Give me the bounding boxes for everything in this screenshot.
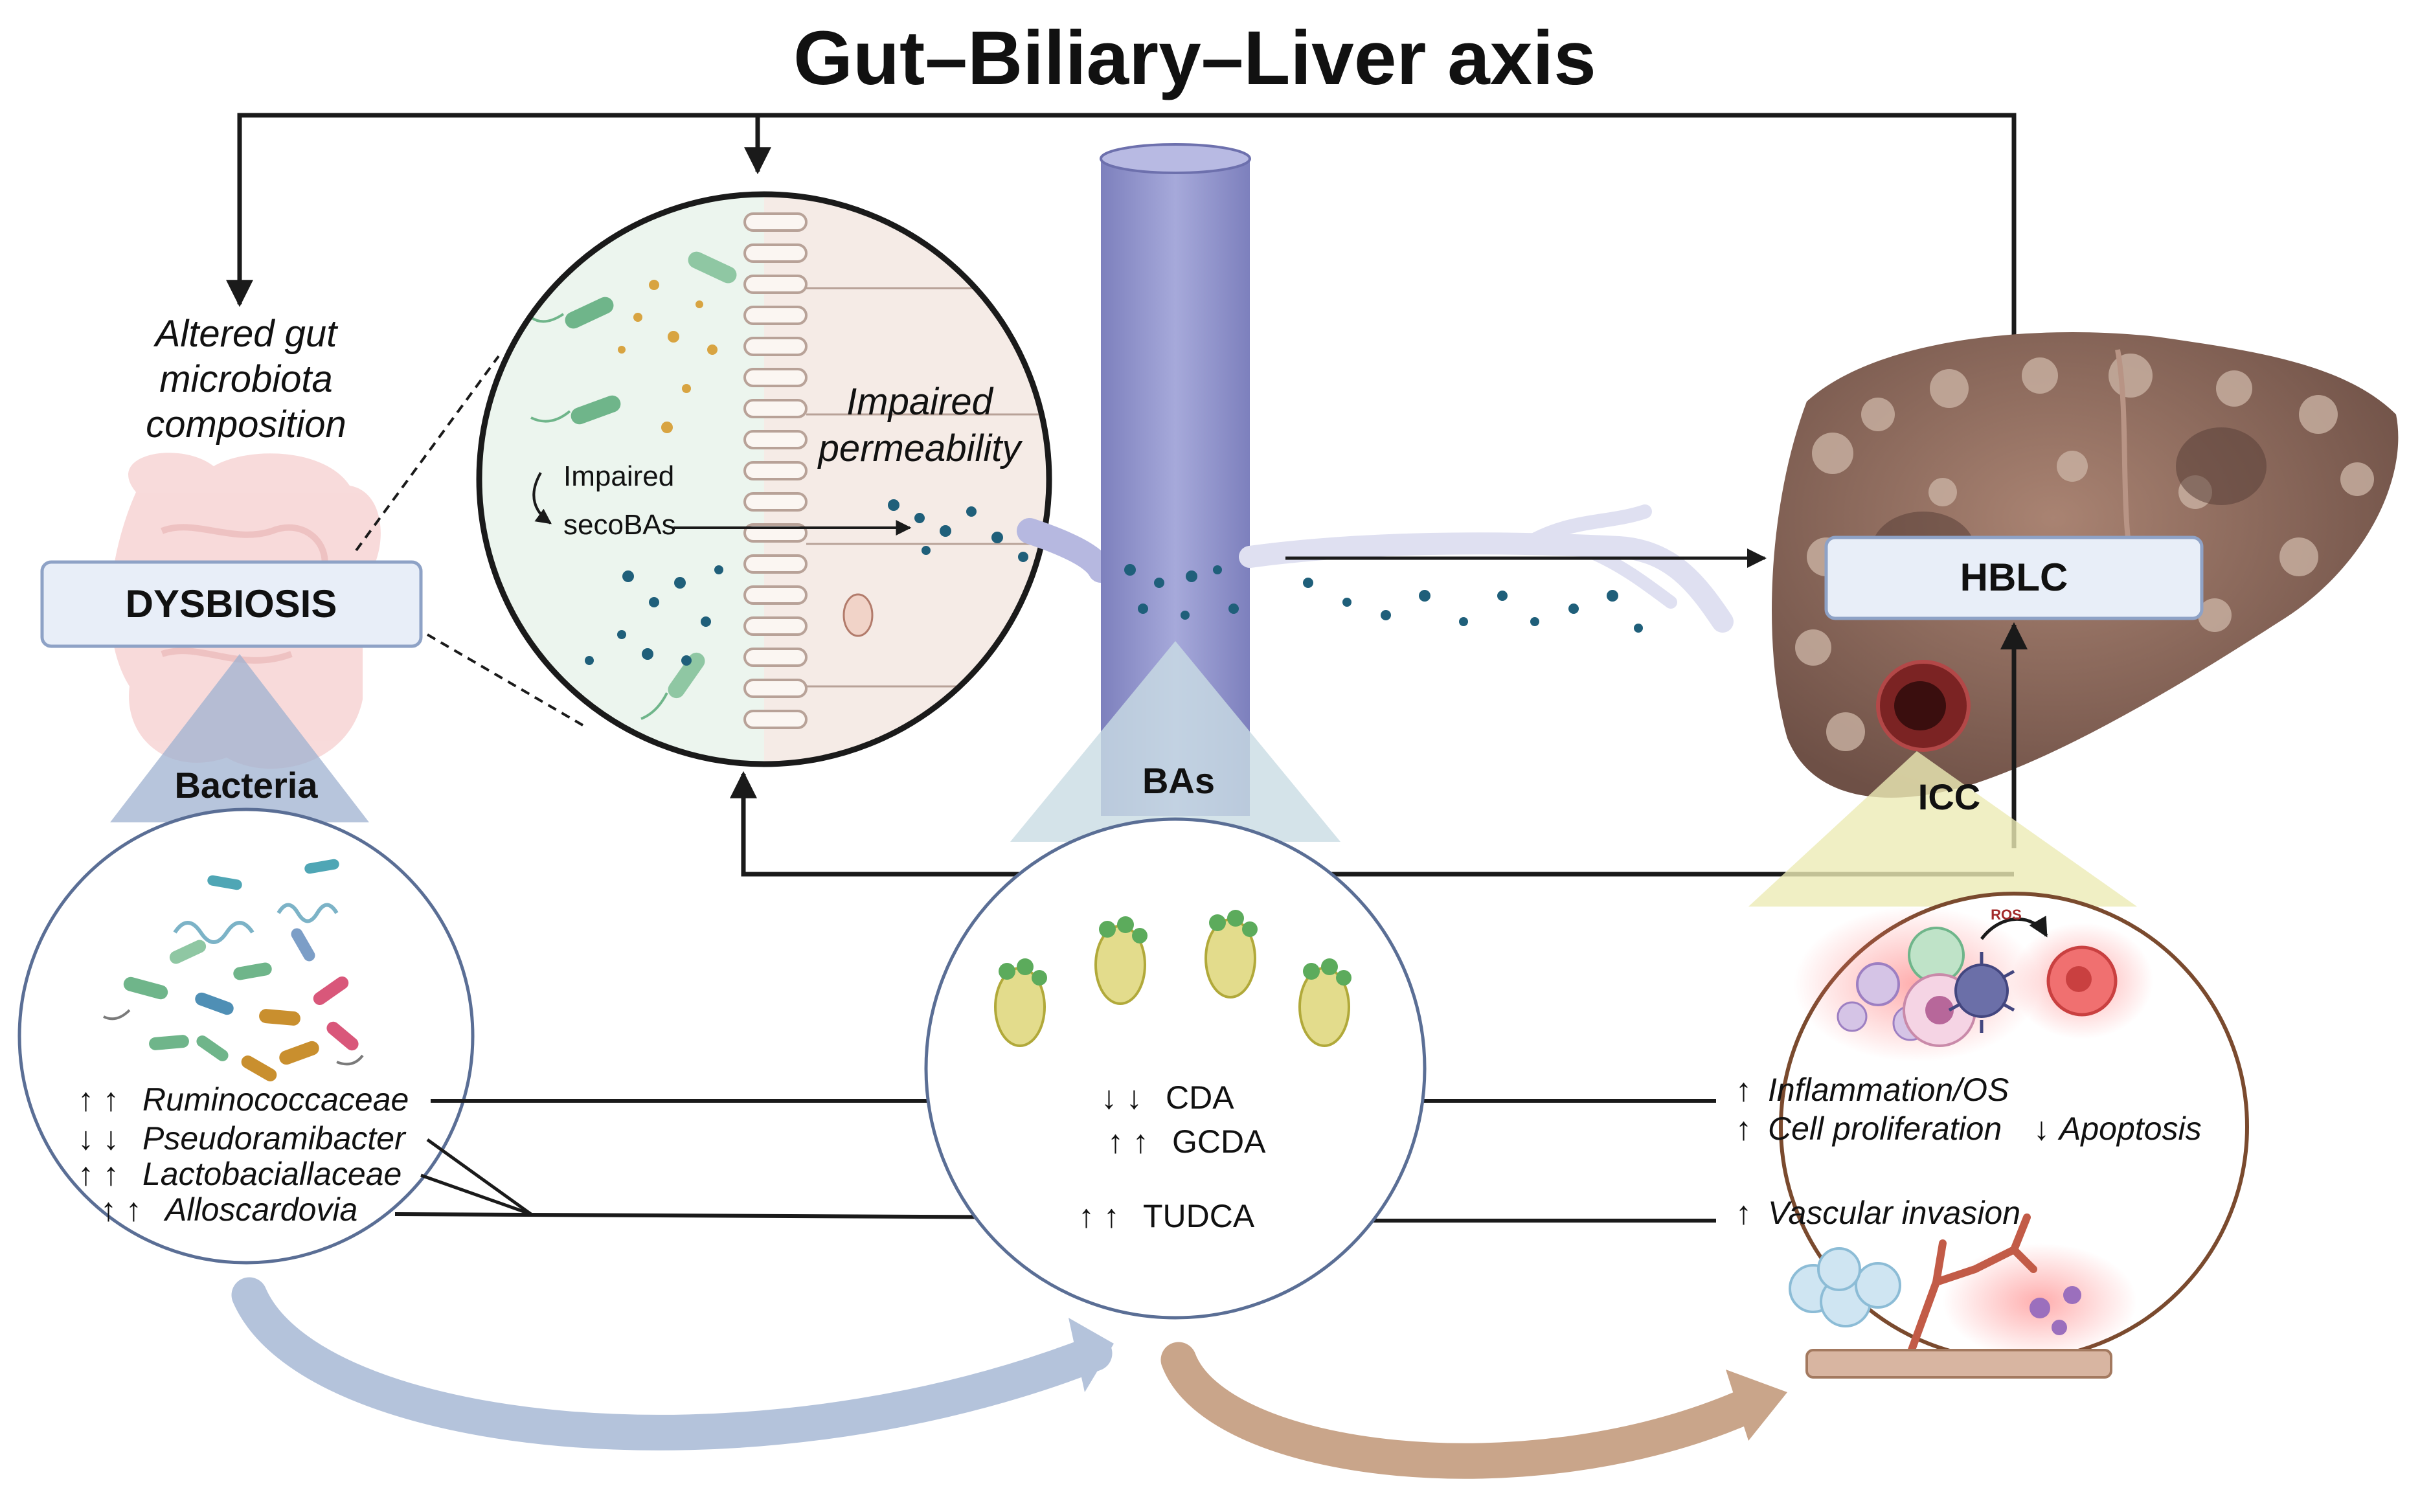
bas-name-1: CDA [1166, 1079, 1234, 1116]
zoom-line-upper [355, 355, 500, 552]
icc-zoom-cone [1748, 751, 2137, 907]
effect-arrow-2: ↑ [1736, 1111, 1752, 1147]
permeability-label-line-2: permeability [817, 427, 1023, 469]
ros-label: ROS [1991, 907, 2022, 923]
effect-arrow-1: ↑ [1736, 1072, 1752, 1108]
bacteria-name-1: Ruminococcaceae [142, 1081, 409, 1118]
bas-arrows-2: ↑ ↑ [1107, 1123, 1149, 1160]
effect-text-3: Apoptosis [2057, 1111, 2202, 1147]
altered-gut-note-line-1: Altered gut [153, 313, 339, 355]
bile-acid-molecules [994, 910, 1351, 1047]
altered-gut-note-line-2: microbiota [159, 358, 333, 400]
hblc-box [1824, 536, 2204, 620]
bacteria-name-4: Alloscardovia [163, 1191, 357, 1228]
bas-name-2: GCDA [1172, 1123, 1266, 1160]
connector-pseudoramibacter [426, 1138, 532, 1216]
gut-to-bas-arrowhead [1069, 1318, 1114, 1392]
bas-zoom-cone [1010, 641, 1340, 842]
bas-to-liver-arrowhead [1726, 1370, 1787, 1441]
bile-acid-dots-gut [585, 499, 1028, 666]
immune-cells-illustration [1794, 907, 2153, 1062]
connector-alloscardovia-tudca [394, 1212, 1056, 1219]
bas-circle [924, 817, 1427, 1320]
bacteria-arrows-2: ↓ ↓ [78, 1120, 119, 1157]
gold-dots [618, 280, 718, 433]
secobas-label: secoBAs [563, 509, 676, 541]
dysbiosis-label: DYSBIOSIS [126, 582, 337, 626]
effect-text-1: Inflammation/OS [1768, 1072, 2009, 1108]
bacteria-cluster [103, 859, 364, 1081]
return-line-to-intestine [730, 771, 2014, 877]
gut-to-bas-curved-arrow [231, 1277, 1113, 1450]
icc-label: ICC [1918, 776, 1980, 817]
diagram-title: Gut–Biliary–Liver axis [793, 16, 1596, 101]
bacteria-arrows-1: ↑ ↑ [78, 1081, 119, 1118]
bile-acid-dots-duct [1124, 564, 1643, 633]
effect-text-2: Cell proliferation [1768, 1111, 2002, 1147]
bacteria-label: Bacteria [174, 765, 318, 806]
impaired-label: Impaired [563, 460, 674, 492]
effect-arrow-3: ↓ [2033, 1111, 2050, 1147]
bas-arrows-1: ↓ ↓ [1101, 1079, 1142, 1116]
vascular-invasion-illustration [1789, 1213, 2137, 1379]
bacteria-name-2: Pseudoramibacter [142, 1120, 407, 1157]
bas-label: BAs [1142, 760, 1215, 801]
bacteria-arrows-4: ↑ ↑ [100, 1191, 142, 1228]
bacteria-zoom-cone [110, 654, 369, 822]
bas-to-liver-curved-arrow [1160, 1342, 1767, 1479]
effect-text-4: Vascular invasion [1768, 1195, 2020, 1231]
bacteria-name-3: Lactobaciallaceae [142, 1156, 401, 1192]
permeability-label-line-1: Impaired [846, 381, 993, 423]
dysbiosis-box [40, 560, 423, 648]
bas-arrows-3: ↑ ↑ [1078, 1198, 1120, 1234]
hblc-label: HBLC [1960, 556, 2068, 599]
bas-name-3: TUDCA [1143, 1198, 1255, 1234]
bacteria-circle [17, 807, 475, 1265]
connector-lactobaciallaceae [420, 1173, 532, 1216]
secobas-curl-arrow [532, 472, 552, 525]
altered-gut-note-line-3: composition [146, 403, 346, 446]
bacteria-arrows-3: ↑ ↑ [78, 1156, 119, 1192]
effect-arrow-4: ↑ [1736, 1195, 1752, 1231]
